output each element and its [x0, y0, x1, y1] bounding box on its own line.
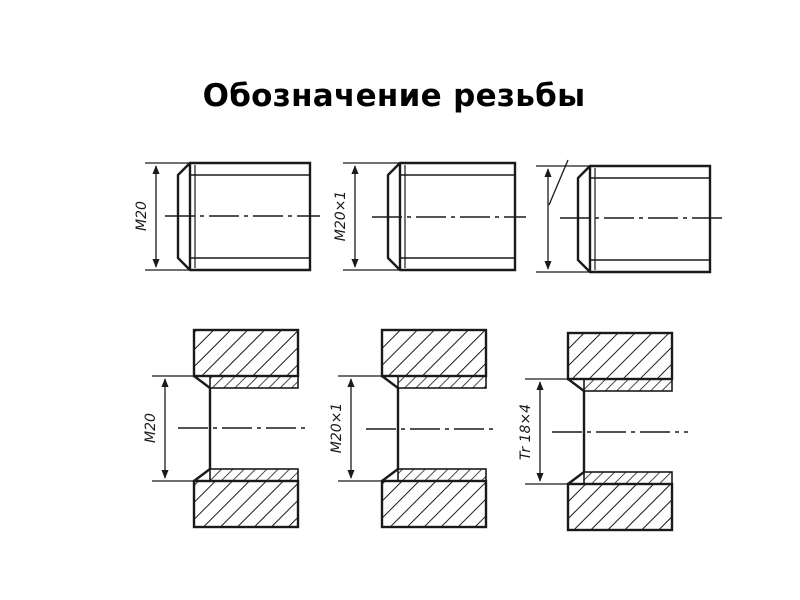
hole-1	[152, 328, 310, 529]
bolt-3-outline	[576, 164, 712, 274]
hole-1-thread-band-bottom	[209, 468, 299, 482]
bolt-3-leader-line	[548, 159, 569, 206]
hole-3-thread-band-top	[583, 378, 673, 392]
hole-3-chamfer	[567, 378, 586, 485]
bolt-2-label: M20×1	[333, 191, 349, 242]
hole-3	[525, 331, 688, 532]
hole-3-label: Tr 18×4	[518, 404, 534, 460]
hole-3-thread-band-bottom	[583, 471, 673, 485]
hole-1-chamfer	[193, 375, 212, 482]
bolt-2	[343, 161, 526, 272]
hole-3-top-section	[566, 331, 674, 381]
slide-title: Обозначение резьбы	[202, 78, 586, 114]
hole-3-bottom-section	[566, 482, 674, 532]
hole-2-bottom-section	[380, 479, 488, 529]
hole-1-bottom-section	[192, 479, 300, 529]
hole-2-thread-band-top	[397, 375, 487, 389]
hole-1-label: M20	[143, 413, 159, 443]
hole-1-thread-band-top	[209, 375, 299, 389]
bolt-1	[145, 161, 320, 272]
hole-2	[338, 328, 496, 529]
hole-1-top-section	[192, 328, 300, 378]
hole-2-chamfer	[381, 375, 400, 482]
hole-2-thread-band-bottom	[397, 468, 487, 482]
hole-2-label: M20×1	[329, 403, 345, 454]
hole-2-top-section	[380, 328, 488, 378]
bolt-3	[536, 159, 725, 274]
bolt-1-label: M20	[134, 201, 150, 231]
